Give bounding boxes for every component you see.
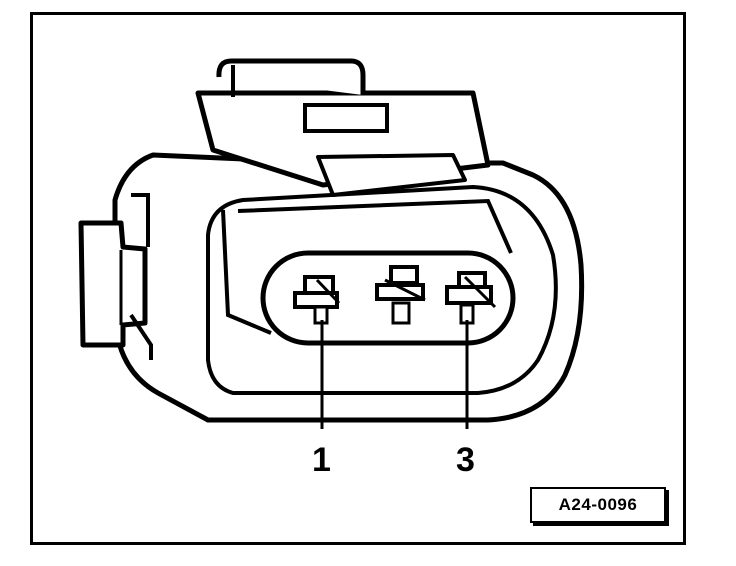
terminal-face-shadow [221, 209, 272, 335]
latch-bar [316, 153, 467, 197]
locking-tab-slot [303, 103, 389, 133]
callout-label-pin-1: 1 [312, 441, 331, 479]
housing-inner-rim [206, 185, 558, 395]
figure-frame: 1 3 A24-0096 [30, 12, 686, 545]
figure-id-label: A24-0096 [530, 487, 666, 523]
pin-2 [375, 265, 426, 325]
callout-label-pin-3: 3 [456, 441, 475, 479]
pin-3 [445, 271, 497, 325]
side-clip [78, 220, 148, 348]
connector-drawing [78, 58, 585, 429]
terminal-face-top-edge [237, 198, 513, 254]
side-clip-hatch [129, 193, 153, 360]
locking-tab-ridge [216, 58, 366, 95]
